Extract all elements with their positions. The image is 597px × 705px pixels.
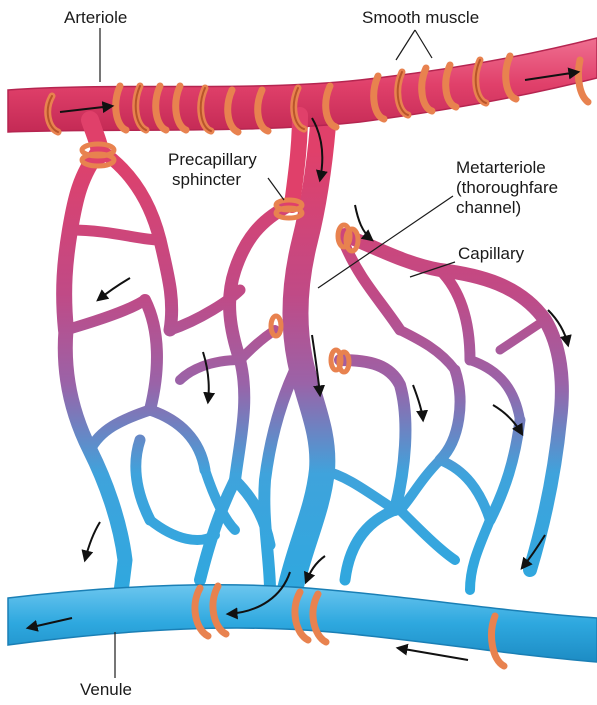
venule-vessel bbox=[8, 585, 597, 662]
precapillary-label-line2: sphincter bbox=[168, 170, 257, 190]
flow-arrow bbox=[98, 278, 130, 300]
flow-arrow bbox=[413, 385, 423, 420]
metarteriole-label-line3: channel) bbox=[456, 198, 558, 218]
precapillary-leader bbox=[268, 178, 284, 200]
precapillary-sphincter-label: Precapillary sphincter bbox=[168, 150, 257, 190]
metarteriole-label-line1: Metarteriole bbox=[456, 158, 558, 178]
metarteriole-label-line2: (thoroughfare bbox=[456, 178, 558, 198]
flow-arrow bbox=[85, 522, 100, 560]
metarteriole-label: Metarteriole (thoroughfare channel) bbox=[456, 158, 558, 218]
arteriole-label: Arteriole bbox=[64, 8, 127, 28]
smooth-muscle-leader-1 bbox=[396, 30, 415, 60]
venule-label: Venule bbox=[80, 680, 132, 700]
capillary-label: Capillary bbox=[458, 244, 524, 264]
precapillary-label-line1: Precapillary bbox=[168, 150, 257, 170]
smooth-muscle-label: Smooth muscle bbox=[362, 8, 479, 28]
flow-arrow bbox=[398, 648, 468, 660]
smooth-muscle-leader-2 bbox=[415, 30, 432, 58]
